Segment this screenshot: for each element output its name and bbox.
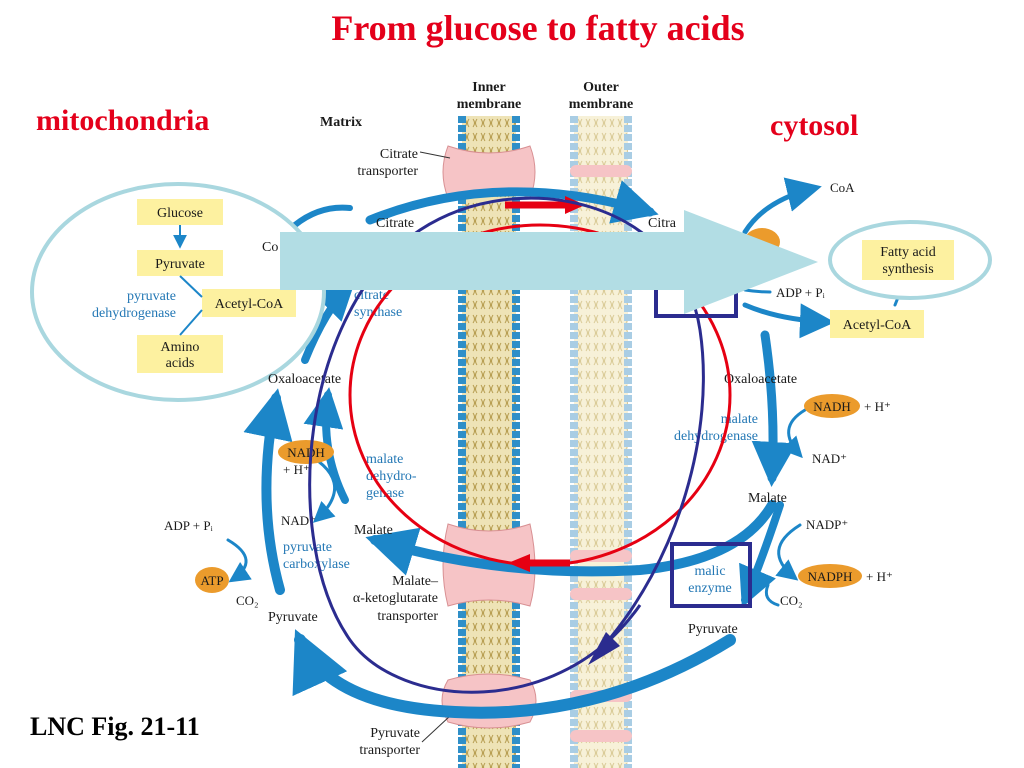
mito-coa-label: Co [262, 240, 278, 255]
pdh-label-2: dehydrogenase [92, 306, 176, 321]
mito-co2-label: CO₂ [236, 593, 259, 608]
acetyl-to-citrate-arrow [292, 204, 353, 228]
outer-membrane-header-line2: membrane [569, 97, 634, 112]
mito-adp-pi-label: ADP + Pᵢ [164, 518, 214, 533]
co2-release-arrow [764, 583, 780, 607]
matrix-header: Matrix [320, 115, 362, 130]
cytosol-oaa-to-malate-arrow [751, 330, 797, 487]
pyruvate-to-oaa-arrow [243, 388, 293, 595]
cytosol-coa-label: CoA [830, 180, 855, 195]
acetyl-coa-box-label: Acetyl-CoA [215, 297, 284, 312]
amino-acids-box [137, 335, 223, 373]
citrate-transporter-label-2: transporter [357, 164, 418, 179]
red-arrow-bottom-head [508, 554, 530, 572]
oaa-to-citrate-arrow [301, 279, 356, 364]
mito-malate-dh-label-2: dehydro- [366, 469, 417, 484]
amino-acids-label-1: Amino [161, 340, 200, 355]
outer-membrane-header-line1: Outer [583, 80, 619, 95]
mito-oxaloacetate-label: Oxaloacetate [268, 372, 341, 387]
overlay-direction-arrow [280, 210, 818, 314]
coa-release-arrow [742, 177, 822, 235]
pyruvate-carboxylase-label-2: carboxylase [283, 557, 350, 572]
cytosol-h-plus2-label: + H⁺ [866, 569, 893, 584]
cytosol-pyruvate-label: Pyruvate [688, 622, 738, 637]
cytosol-co2-label: CO₂ [780, 593, 803, 608]
acetyl-coa-release-arrow [742, 302, 835, 339]
pyruvate-transporter-label-1: Pyruvate [370, 726, 420, 741]
nadp-reduction-arrow [775, 523, 802, 581]
glucose-label: Glucose [157, 206, 203, 221]
fatty-acid-synthesis-box [862, 240, 954, 280]
malic-enzyme-label-1: malic [694, 564, 725, 579]
nadph-label: NADPH [808, 569, 853, 584]
malate-akg-transporter-label-2: α-ketoglutarate [353, 591, 438, 606]
mito-pyruvate-label: Pyruvate [268, 610, 318, 625]
mito-atp-label: ATP [200, 573, 223, 588]
mito-inset-ellipse [30, 182, 326, 402]
amino-acids-label-2: acids [166, 356, 195, 371]
cytosol-nad-plus-label: NAD⁺ [812, 451, 847, 466]
cytosol-h-plus-label: + H⁺ [864, 399, 891, 414]
inner-membrane-header-line1: Inner [472, 80, 505, 95]
acetyl-coa-box [202, 289, 296, 317]
mito-atp-badge [195, 567, 229, 593]
pyruvate-transporter [441, 673, 537, 729]
glucose-box [137, 199, 223, 225]
pyruvate-box-label: Pyruvate [155, 257, 205, 272]
pyruvate-box [137, 250, 223, 276]
cytosol-nadp-plus-label: NADP⁺ [806, 517, 848, 532]
region-mitochondria-label: mitochondria [36, 104, 209, 137]
cytosol-acetyl-coa-box [830, 310, 924, 338]
mito-nadh-label: NADH [287, 445, 325, 460]
atp-adp-arrow [226, 538, 252, 583]
pdh-label-1: pyruvate [127, 289, 176, 304]
navy-box-malic-enzyme [670, 542, 752, 608]
cytosol-malate-label: Malate [748, 491, 787, 506]
malic-enzyme-label-2: enzyme [688, 581, 732, 596]
pyruvate-carboxylase-label-1: pyruvate [283, 540, 332, 555]
annotation-overlays [280, 196, 818, 694]
mito-h-plus-label: + H⁺ [283, 462, 310, 477]
mito-nad-plus-label: NAD⁺ [281, 513, 316, 528]
mito-malate-dh-label-1: malate [366, 452, 403, 467]
outer-membrane [570, 116, 632, 768]
fatty-acid-synthesis-label-1: Fatty acid [880, 245, 936, 260]
malate-import-arrow [365, 500, 777, 577]
nadh-oxidation-arrow [780, 408, 807, 459]
figure-reference: LNC Fig. 21-11 [30, 712, 200, 741]
region-cytosol-label: cytosol [770, 109, 858, 142]
cytosol-acetyl-coa-label: Acetyl-CoA [843, 318, 912, 333]
fatty-acid-synthesis-label-2: synthesis [882, 262, 933, 277]
citrate-transporter-label-1: Citrate [380, 147, 418, 162]
cytosol-citrate-label: Citra [648, 216, 677, 231]
pyruvate-transporter-label-2: transporter [359, 743, 420, 758]
adp-release-arrow [743, 288, 772, 294]
pyruvate-import-arrow [292, 629, 736, 719]
cytosol-malate-dh-label-2: dehydrogenase [674, 429, 758, 444]
citrate-export-arrow [365, 180, 659, 225]
citrate-synthase-label-2: synthase [354, 305, 402, 320]
navy-arrow-head [588, 632, 620, 665]
mito-malate-label: Malate [354, 523, 393, 538]
inner-membrane-header-line2: membrane [457, 97, 522, 112]
page-title: From glucose to fatty acids [331, 8, 744, 48]
cytosol-oxaloacetate-label: Oxaloacetate [724, 372, 797, 387]
mito-nadh-badge [278, 440, 334, 464]
cytosol-nadh-label: NADH [813, 399, 851, 414]
inner-membrane [458, 116, 520, 768]
malate-akg-transporter-label-3: transporter [377, 609, 438, 624]
malate-akg-transporter-label-1: Malate– [392, 574, 439, 589]
cytosol-adp-pi-label: ADP + Pᵢ [776, 285, 826, 300]
mito-citrate-label: Citrate [376, 216, 414, 231]
nadph-badge [798, 564, 862, 588]
cytosol-nadh-badge [804, 394, 860, 418]
